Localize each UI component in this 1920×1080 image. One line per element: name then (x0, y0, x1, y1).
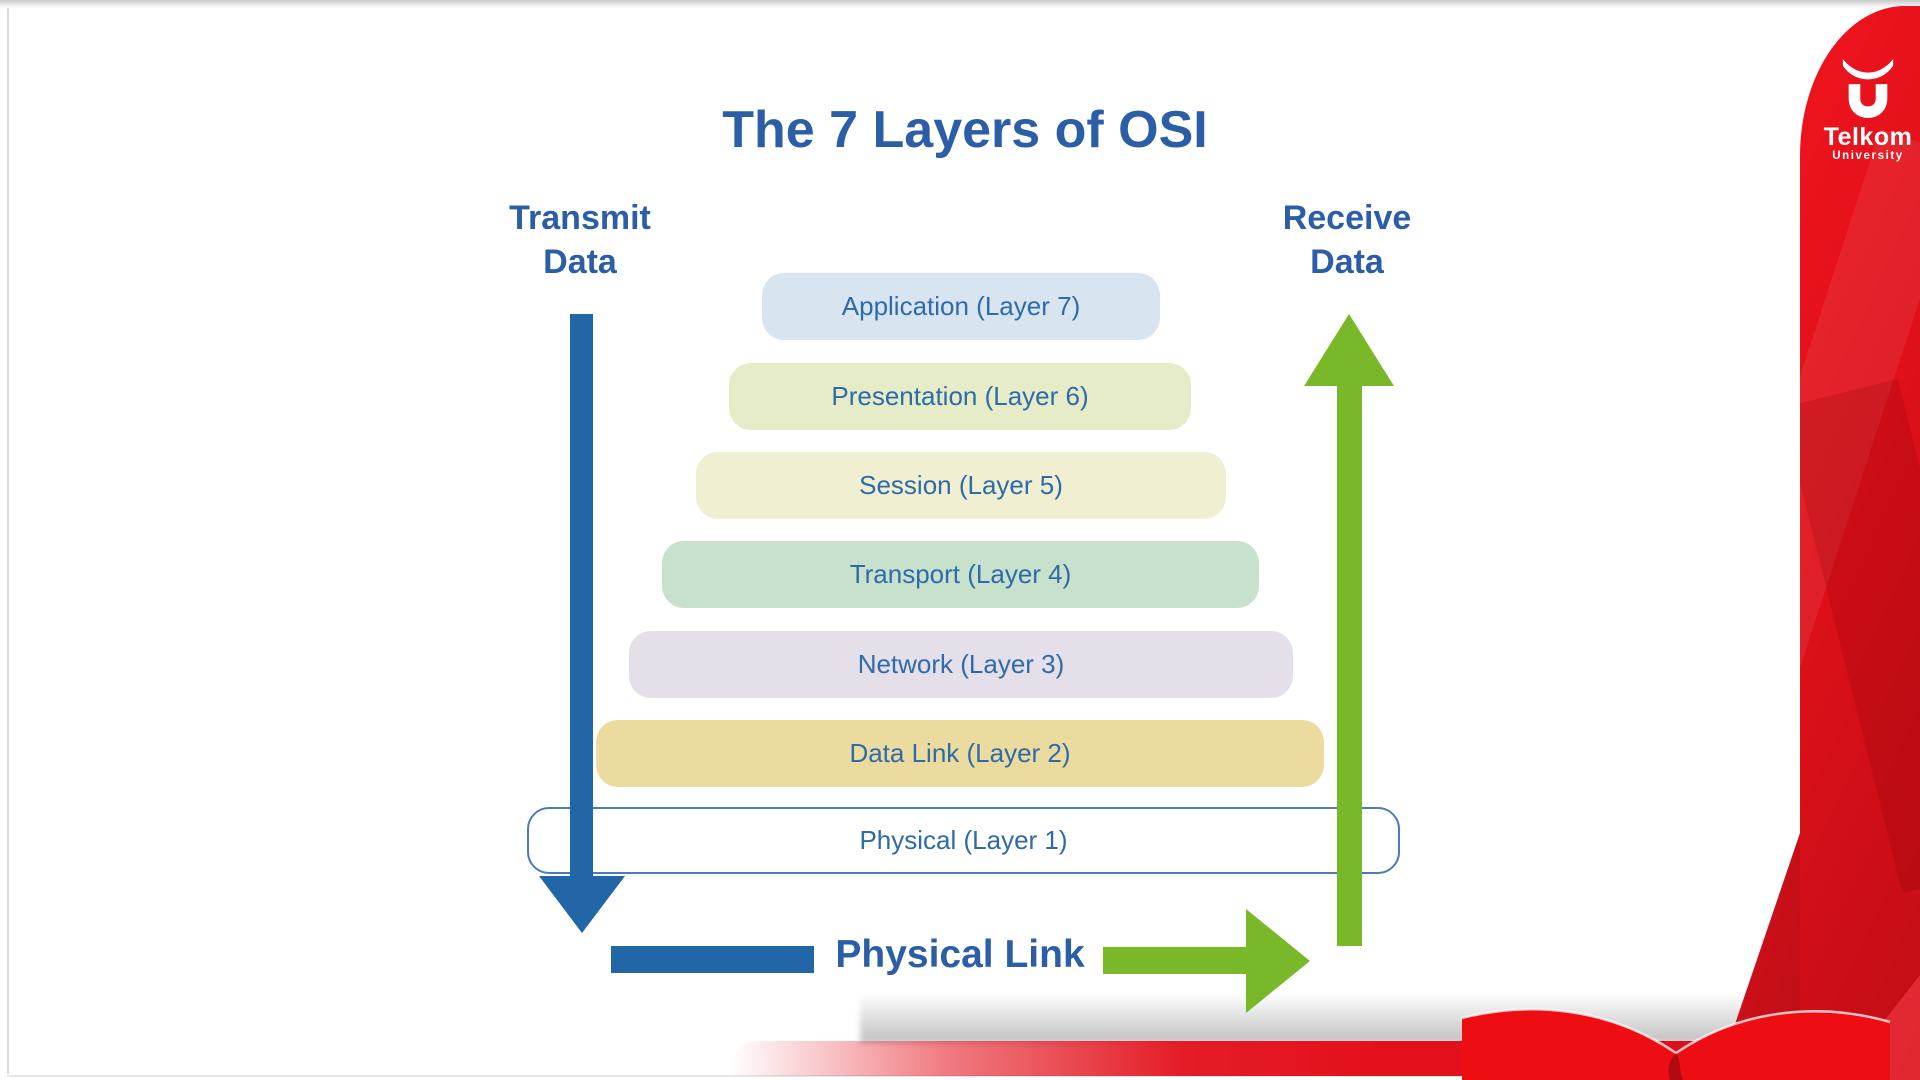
receive-data-label: Receive Data (1282, 199, 1412, 281)
layer-label: Data Link (Layer 2) (849, 738, 1071, 768)
physical-link-blue-segment (611, 946, 814, 973)
transmit-data-label: Transmit Data (509, 199, 651, 281)
layer-label: Presentation (Layer 6) (831, 381, 1089, 411)
logo-sub-text: University (1832, 150, 1904, 162)
transmit-arrow-down-icon (539, 876, 625, 933)
layer-box: Transport (Layer 4) (662, 541, 1259, 608)
slide-frame-top (0, 0, 1920, 9)
receive-arrow-up-icon (1304, 314, 1394, 386)
telkom-u-mark-icon (1842, 59, 1894, 118)
layer-box: Network (Layer 3) (629, 631, 1293, 698)
layer-label: Network (Layer 3) (857, 649, 1065, 679)
receive-arrow-shaft (1337, 383, 1362, 946)
layer-label: Session (Layer 5) (859, 470, 1063, 500)
layer-box: Physical (Layer 1) (527, 807, 1400, 874)
slide-title: The 7 Layers of OSI (722, 101, 1208, 159)
telkom-university-logo: Telkom University (1818, 58, 1918, 163)
right-red-band (1800, 6, 1920, 1080)
physical-link-green-segment (1103, 947, 1248, 974)
layer-box: Data Link (Layer 2) (596, 720, 1324, 787)
layer-label: Application (Layer 7) (841, 291, 1081, 321)
slide-frame-bottom (7, 1075, 1807, 1077)
layer-label: Transport (Layer 4) (849, 559, 1072, 589)
physical-link-label: Physical Link (835, 933, 1085, 976)
layer-label: Physical (Layer 1) (859, 825, 1068, 855)
open-book-icon (1461, 1008, 1891, 1080)
physical-link-arrow-right-icon (1246, 909, 1310, 1013)
layer-box: Presentation (Layer 6) (729, 363, 1191, 430)
logo-brand-text: Telkom (1823, 123, 1913, 151)
layer-box: Session (Layer 5) (696, 452, 1226, 519)
layer-box: Application (Layer 7) (762, 273, 1160, 340)
slide-frame-left (7, 8, 9, 1074)
transmit-arrow-shaft (570, 314, 593, 878)
